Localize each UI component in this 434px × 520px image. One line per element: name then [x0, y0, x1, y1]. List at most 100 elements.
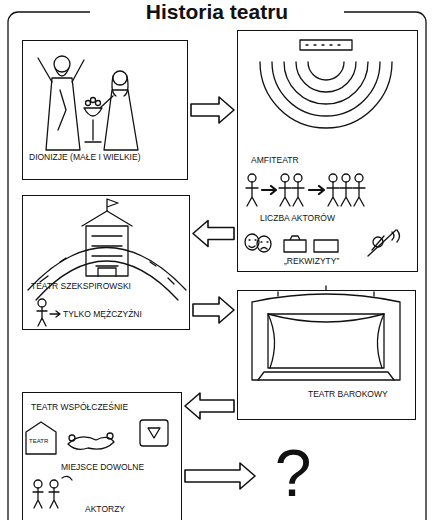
woman-figure	[113, 71, 127, 85]
actor-figures	[355, 174, 363, 182]
actor-figures	[248, 174, 256, 182]
modern-venue-icons	[107, 433, 113, 439]
globe-theatre	[36, 261, 178, 300]
stage-note: „REKWIZYTY”	[284, 257, 404, 267]
baroque-stage	[268, 314, 384, 322]
modern-venue-icons	[148, 428, 160, 438]
globe-theatre	[28, 199, 186, 300]
actor-figures	[262, 186, 276, 194]
stage-note: LICZBA AKTORÓW	[260, 214, 400, 224]
stage-title: TEATR SZEKSPIROWSKI	[31, 282, 186, 292]
globe-theatre	[86, 226, 128, 276]
flow-arrow	[185, 463, 255, 489]
amphitheatre-plan	[296, 62, 356, 92]
flow-arrow	[185, 393, 234, 419]
goblet-grapes	[85, 120, 101, 142]
props-icons	[245, 230, 400, 256]
woman-figure	[100, 71, 138, 150]
stage-note: MIEJSCE DOWOLNE	[61, 463, 179, 473]
actor-figures	[279, 182, 291, 206]
amphitheatre-plan	[260, 62, 392, 128]
flow-arrow	[191, 97, 234, 123]
props-icons	[392, 230, 400, 242]
actor-figures	[246, 182, 258, 206]
modern-actors	[50, 480, 58, 488]
modern-venue-icons	[69, 435, 75, 441]
actor-figures	[281, 174, 289, 182]
goblet-grapes	[91, 98, 96, 103]
amphitheatre-plan	[272, 62, 380, 116]
question-mark: ?	[258, 436, 328, 512]
baroque-stage	[268, 314, 384, 368]
stage-note: TYLKO MĘŻCZYŹNI	[63, 310, 183, 320]
dionysus-figure	[38, 56, 84, 150]
baroque-stage	[252, 286, 400, 380]
male-actor-figure	[37, 307, 47, 326]
modern-actors	[33, 488, 43, 508]
actor-figures	[340, 182, 352, 206]
actor-figures	[294, 174, 302, 182]
modern-venue-icons	[26, 422, 56, 454]
modern-actors	[49, 488, 59, 508]
actor-figures	[309, 186, 324, 194]
flow-arrow	[193, 221, 234, 247]
dionysus-figure	[38, 58, 84, 82]
dionysus-figure	[46, 78, 80, 150]
stage-box: TEATR WSPÓŁCZEŚNIEMIEJSCE DOWOLNEAKTORZY	[22, 392, 182, 520]
dionysus-figure	[58, 90, 66, 130]
actor-figures	[353, 182, 365, 206]
stage-box: DIONIZJE (MAŁE I WIELKIE)	[22, 40, 188, 180]
globe-theatre	[98, 268, 116, 276]
male-actor-figure	[50, 311, 60, 317]
amphitheatre-plan	[306, 44, 340, 45]
woman-figure	[100, 96, 113, 108]
stage-box: TEATR BAROKOWY	[237, 290, 416, 420]
stage-box: AMFITEATR LICZBA AKTORÓW „REKWIZYTY”	[237, 30, 418, 272]
modern-venue-icons	[26, 420, 168, 454]
baroque-stage	[278, 286, 374, 296]
goblet-grapes	[84, 108, 102, 116]
actor-figures	[246, 174, 365, 206]
male-actor-figure	[37, 299, 60, 326]
modern-venue-icons	[140, 420, 168, 446]
stage-title: TEATR WSPÓŁCZEŚNIE	[31, 403, 179, 413]
props-icons	[257, 236, 271, 252]
actor-figures	[327, 182, 339, 206]
diagram-title: Historia teatru	[90, 0, 344, 24]
baroque-stage	[258, 372, 394, 380]
globe-theatre	[40, 258, 174, 284]
flow-arrow	[193, 297, 234, 323]
props-icons	[314, 240, 338, 252]
woman-figure	[112, 76, 128, 96]
question-node: ?	[258, 436, 328, 516]
venue-label: TEATR	[29, 438, 48, 444]
baroque-stage	[268, 314, 384, 368]
stage-title: AMFITEATR	[251, 156, 371, 166]
modern-actors	[62, 476, 72, 480]
amphitheatre-plan	[308, 62, 344, 80]
amphitheatre-plan	[260, 40, 392, 128]
props-icons	[249, 240, 268, 249]
stage-title: DIONIZJE (MAŁE I WIELKIE)	[29, 153, 183, 163]
stage-box: TEATR SZEKSPIROWSKI TYLKO MĘŻCZYŹNI	[22, 195, 190, 330]
dionysus-figure	[55, 68, 69, 76]
baroque-stage	[252, 294, 400, 380]
goblet-grapes	[86, 101, 91, 106]
amphitheatre-plan	[300, 40, 352, 50]
actor-figures	[292, 182, 304, 206]
props-icons	[368, 230, 396, 256]
globe-theatre	[92, 236, 122, 266]
props-icons	[284, 236, 306, 252]
goblet-grapes	[96, 101, 101, 106]
stage-title: TEATR BAROKOWY	[308, 390, 413, 400]
outer-frame	[8, 12, 426, 520]
actor-figures	[342, 174, 350, 182]
globe-theatre	[82, 211, 132, 226]
actor-figures	[329, 174, 337, 182]
modern-actors	[34, 480, 42, 488]
male-actor-figure	[38, 299, 46, 307]
globe-theatre	[107, 199, 118, 211]
